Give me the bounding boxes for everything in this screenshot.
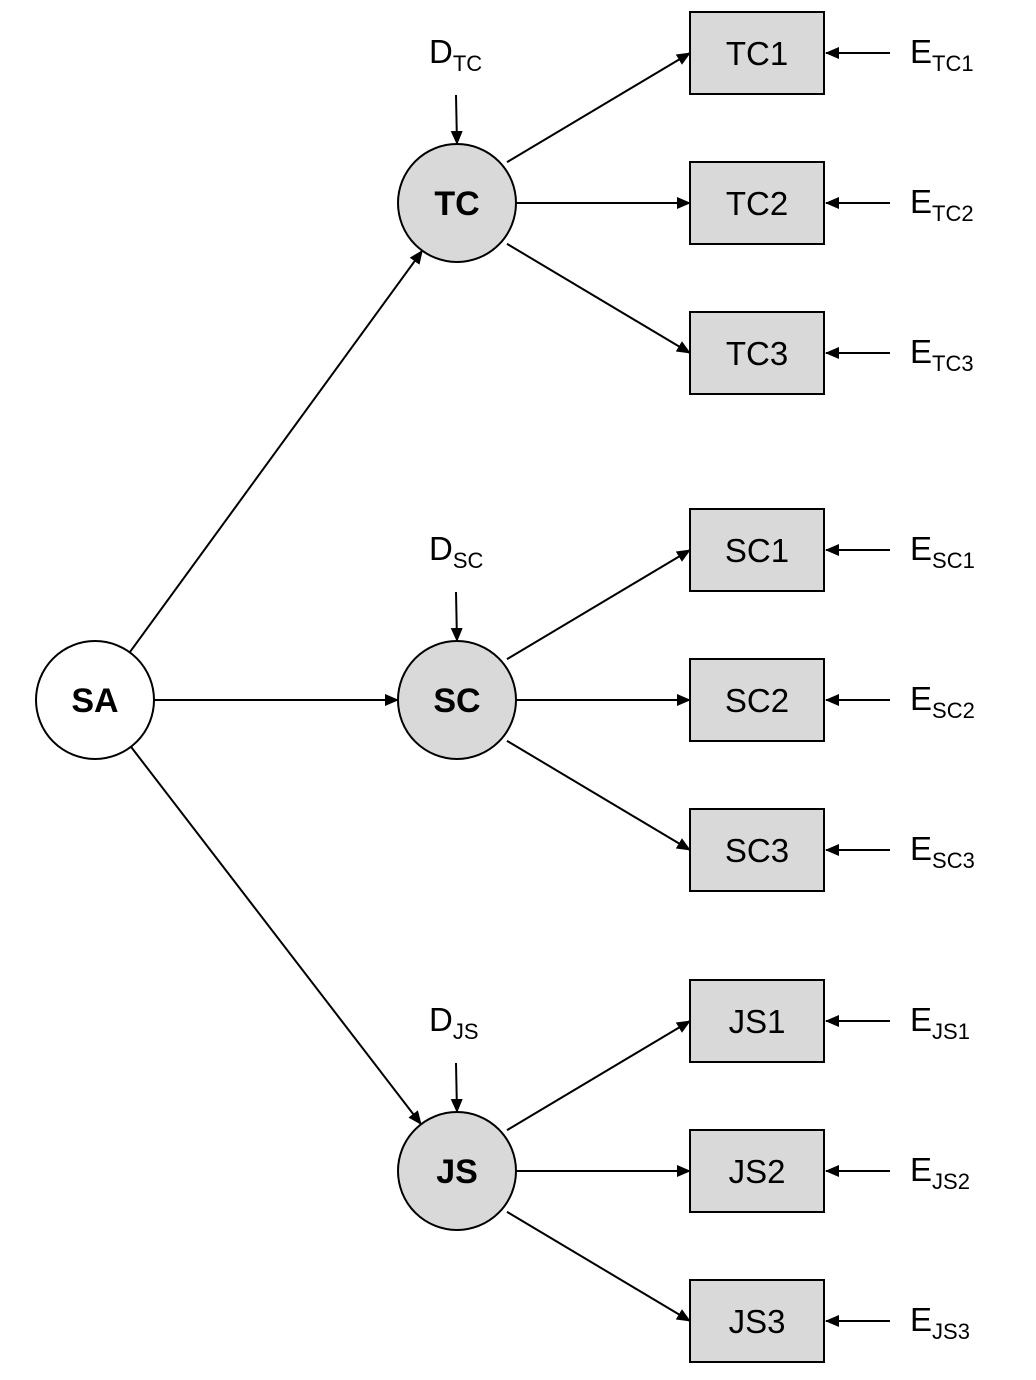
indicator-sc3-label: SC3 — [725, 832, 789, 869]
error-sc1: ESC1 — [910, 530, 975, 573]
disturbance-sc: DSC — [429, 530, 484, 573]
node-sa — [35, 640, 155, 760]
error-tc1-sub: TC1 — [932, 51, 974, 76]
loading-tc-to-tc1 — [506, 52, 691, 164]
path-sa-to-tc — [128, 249, 424, 653]
error-tc2: ETC2 — [910, 183, 974, 226]
disturbance-sc-main: D — [429, 530, 453, 567]
indicator-js1-label: JS1 — [729, 1003, 786, 1040]
disturbance-tc-main: D — [429, 33, 453, 70]
indicator-sc2 — [689, 658, 825, 742]
indicator-sc1 — [689, 508, 825, 592]
disturbance-js-sub: JS — [453, 1019, 479, 1044]
node-sc — [397, 640, 517, 760]
indicator-sc3 — [689, 808, 825, 892]
disturbance-js: DJS — [429, 1001, 479, 1044]
indicator-sc2-label: SC2 — [725, 682, 789, 719]
loading-js-to-js3 — [506, 1210, 691, 1322]
error-tc2-sub: TC2 — [932, 201, 974, 226]
indicator-tc2 — [689, 161, 825, 245]
error-sc2-sub: SC2 — [932, 698, 975, 723]
error-js1-sub: JS1 — [932, 1019, 970, 1044]
error-sc1-main: E — [910, 530, 932, 567]
error-tc3: ETC3 — [910, 333, 974, 376]
path-sa-to-js — [130, 746, 422, 1126]
error-sc2-main: E — [910, 680, 932, 717]
loading-js-to-js1 — [506, 1020, 691, 1132]
indicator-js1 — [689, 979, 825, 1063]
loading-sc-to-sc3 — [506, 739, 691, 851]
path-arrows — [128, 47, 890, 1327]
indicator-tc1 — [689, 11, 825, 95]
node-js — [397, 1111, 517, 1231]
disturbance-arrow-tc — [450, 94, 463, 145]
indicator-js3-label: JS3 — [729, 1303, 786, 1340]
indicator-tc3-label: TC3 — [726, 335, 788, 372]
error-sc3-sub: SC3 — [932, 848, 975, 873]
error-tc3-main: E — [910, 333, 932, 370]
error-tc1-main: E — [910, 33, 932, 70]
indicator-sc1-label: SC1 — [725, 532, 789, 569]
disturbance-arrow-sc — [450, 591, 463, 642]
indicator-js3 — [689, 1279, 825, 1363]
error-tc1: ETC1 — [910, 33, 974, 76]
node-tc — [397, 143, 517, 263]
error-sc3: ESC3 — [910, 830, 975, 873]
disturbance-tc-sub: TC — [453, 51, 482, 76]
error-js3-sub: JS3 — [932, 1319, 970, 1344]
error-js2-main: E — [910, 1151, 932, 1188]
indicator-tc1-label: TC1 — [726, 35, 788, 72]
error-js1: EJS1 — [910, 1001, 970, 1044]
disturbance-js-main: D — [429, 1001, 453, 1038]
node-sa-label: SA — [71, 682, 118, 720]
error-js1-main: E — [910, 1001, 932, 1038]
disturbance-sc-sub: SC — [453, 548, 484, 573]
disturbance-arrow-js — [450, 1062, 463, 1113]
indicator-tc2-label: TC2 — [726, 185, 788, 222]
indicator-js2-label: JS2 — [729, 1153, 786, 1190]
error-js3: EJS3 — [910, 1301, 970, 1344]
loading-sc-to-sc1 — [506, 549, 691, 661]
node-tc-label: TC — [434, 185, 479, 223]
error-js2: EJS2 — [910, 1151, 970, 1194]
error-js3-main: E — [910, 1301, 932, 1338]
indicator-tc3 — [689, 311, 825, 395]
error-sc2: ESC2 — [910, 680, 975, 723]
error-tc2-main: E — [910, 183, 932, 220]
error-js2-sub: JS2 — [932, 1169, 970, 1194]
loading-tc-to-tc3 — [506, 242, 691, 354]
disturbance-tc: DTC — [429, 33, 482, 76]
error-tc3-sub: TC3 — [932, 351, 974, 376]
node-sc-label: SC — [433, 682, 480, 720]
indicator-js2 — [689, 1129, 825, 1213]
error-sc3-main: E — [910, 830, 932, 867]
error-sc1-sub: SC1 — [932, 548, 975, 573]
node-js-label: JS — [436, 1153, 478, 1191]
